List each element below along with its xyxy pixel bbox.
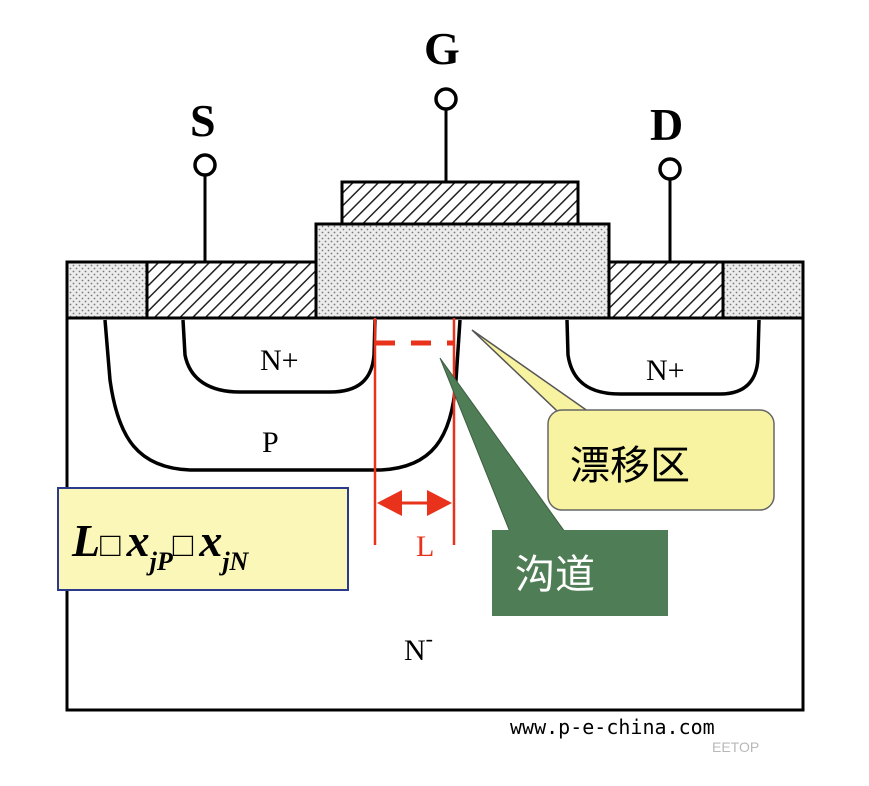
gate-label: G <box>424 23 460 74</box>
n-minus-label: N- <box>404 626 433 667</box>
drain-label: D <box>650 99 683 150</box>
n-plus-source-label: N+ <box>260 344 299 377</box>
channel-length-relation: L□xjP□xjN <box>71 515 250 576</box>
gate-terminal-node <box>434 87 458 111</box>
gate-electrode <box>340 180 580 226</box>
p-body-well-boundary <box>103 319 462 472</box>
n-plus-source-boundary <box>181 319 377 394</box>
drift-region-label: 漂移区 <box>570 443 690 489</box>
drift-region-callout <box>547 409 775 511</box>
brand-watermark: EETOP <box>712 739 759 755</box>
formula-box <box>57 487 349 591</box>
channel-length-label: L <box>416 530 434 563</box>
n-plus-drain-label: N+ <box>646 354 685 387</box>
source-metal <box>145 260 319 320</box>
drain-metal <box>607 260 725 320</box>
channel-callout <box>492 530 668 616</box>
drain-terminal-node <box>658 157 682 181</box>
channel-label: 沟道 <box>515 552 595 598</box>
left-edge-oxide <box>65 260 149 320</box>
site-watermark: www.p-e-china.com <box>510 715 715 739</box>
channel-length-arrow-right <box>427 490 452 516</box>
source-terminal-node <box>193 153 217 177</box>
channel-length-arrow-left <box>377 490 402 516</box>
right-edge-oxide <box>721 260 805 320</box>
p-body-label: P <box>262 426 279 459</box>
n-plus-drain-boundary <box>565 319 761 396</box>
gate-oxide <box>314 222 611 320</box>
source-label: S <box>190 95 216 146</box>
